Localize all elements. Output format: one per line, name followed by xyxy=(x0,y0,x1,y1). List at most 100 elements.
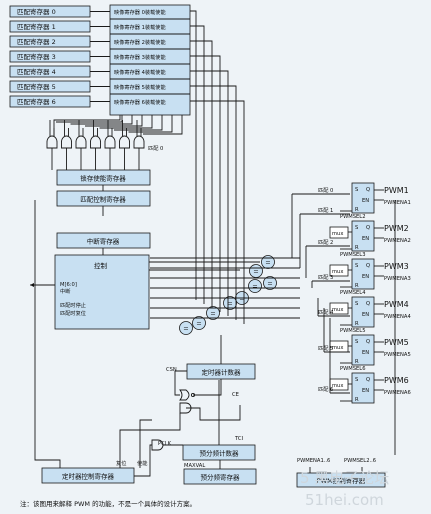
pwmsel-line-label: PWMSEL3 xyxy=(340,252,366,258)
match-register-label: 匹配寄存器 5 xyxy=(17,82,56,91)
control-stop-on-match: 匹配时停止 xyxy=(60,301,86,309)
pwmsel-line-label: PWMSEL5 xyxy=(340,328,366,334)
and-gate-prescale xyxy=(151,439,164,451)
match-line-label: 匹配 6 xyxy=(318,386,333,393)
match-line-label: 匹配 1 xyxy=(318,207,333,214)
match-line-label: 匹配 4 xyxy=(318,309,334,316)
wire xyxy=(139,419,152,468)
wire xyxy=(119,413,181,468)
match-register-label: 匹配寄存器 4 xyxy=(17,67,56,76)
control-block xyxy=(54,254,150,330)
wire xyxy=(190,25,205,304)
pwm-output-label: PWM6 xyxy=(384,376,409,385)
mux xyxy=(329,264,349,277)
pin-en: EN xyxy=(362,312,369,318)
wire xyxy=(190,40,213,308)
maxval-label: MAXVAL xyxy=(184,463,205,469)
compare-symbol: = xyxy=(253,268,258,276)
wire xyxy=(186,405,241,421)
and-gate xyxy=(90,135,101,149)
shadow-register-label: 映像寄存器 4装载使能 xyxy=(114,68,166,76)
wires: 匹配 0匹配 1匹配 2匹配 3匹配 4匹配 5匹配 6 xyxy=(30,10,396,477)
control-title: 控制 xyxy=(94,261,108,270)
comparator xyxy=(248,279,262,293)
tci-label: TCI xyxy=(234,436,243,442)
match-register-label: 匹配寄存器 1 xyxy=(17,22,56,31)
pwm-output-label: PWM3 xyxy=(384,262,409,271)
watermark-top: 5 黑电子论坛 xyxy=(300,469,389,487)
pin-en: EN xyxy=(362,198,369,204)
sr-flipflop xyxy=(351,372,375,404)
pin-en: EN xyxy=(362,236,369,242)
pin-q: Q xyxy=(366,187,370,193)
wire xyxy=(190,85,237,320)
arrow xyxy=(30,283,34,287)
control-m-bits: M[6:0] xyxy=(60,282,77,288)
shadow-register-label: 映像寄存器 2装载使能 xyxy=(114,38,166,46)
comparator xyxy=(223,296,237,310)
pin-r: R xyxy=(355,245,359,251)
comparator xyxy=(192,316,206,330)
compare-symbol: = xyxy=(252,283,257,291)
pclk-label: PCLK xyxy=(158,441,172,447)
reset-label: 复位 xyxy=(116,459,126,467)
pin-en: EN xyxy=(362,274,369,280)
enable-label: 使能 xyxy=(137,459,147,467)
and-gate xyxy=(133,135,145,149)
pwmsel-label: PWMSEL2..6 xyxy=(344,458,376,464)
pwm-output-label: PWM5 xyxy=(384,338,409,347)
prescale-counter-label: 预分频计数器 xyxy=(200,449,240,458)
shadow-register-block xyxy=(109,4,191,116)
pwm-control-register-box xyxy=(296,472,386,488)
latch-enable-register-label: 锁存使能寄存器 xyxy=(80,174,126,183)
compare-symbol: = xyxy=(265,259,270,267)
pin-s: S xyxy=(355,377,358,383)
control-interrupt: 中断 xyxy=(60,287,70,295)
compare-symbol: = xyxy=(267,280,272,288)
match-line-label: 匹配 3 xyxy=(318,274,333,281)
pin-q: Q xyxy=(366,339,370,345)
mux xyxy=(329,302,349,315)
mux-label: mux xyxy=(332,269,343,275)
pin-s: S xyxy=(355,225,358,231)
compare-symbol: = xyxy=(183,325,188,333)
interrupt-register-label: 中断寄存器 xyxy=(87,237,120,246)
comparator xyxy=(261,255,275,269)
mux-label: mux xyxy=(332,231,343,237)
pwm-enable-label: PWMENA5 xyxy=(384,352,411,358)
and-gate xyxy=(61,135,72,149)
pwm-output-label: PWM4 xyxy=(384,300,409,309)
sr-flipflop xyxy=(351,258,375,290)
pin-en: EN xyxy=(362,350,369,356)
match-control-register-label: 匹配控制寄存器 xyxy=(80,195,126,204)
match-line-label: 匹配 0 xyxy=(318,187,333,194)
match0-label: 匹配 0 xyxy=(148,145,163,152)
wire xyxy=(190,10,197,300)
comparators: = = = = = = = = = xyxy=(179,255,277,335)
pwm-output-label: PWM2 xyxy=(384,224,409,233)
pin-s: S xyxy=(355,187,358,193)
compare-symbol: = xyxy=(210,310,215,318)
pwm-enable-label: PWMENA4 xyxy=(384,314,411,320)
pwm-output-label: PWM1 xyxy=(384,186,409,195)
compare-symbol: = xyxy=(227,300,232,308)
and-gate xyxy=(119,135,130,149)
pin-q: Q xyxy=(366,301,370,307)
pwm-control-register-label: PWM控制寄存器 xyxy=(317,476,366,485)
comparator xyxy=(206,306,220,320)
wire xyxy=(190,100,245,324)
compare-symbol: = xyxy=(196,320,201,328)
pin-r: R xyxy=(355,283,359,289)
pin-r: R xyxy=(355,207,359,213)
wire xyxy=(85,115,143,127)
wire xyxy=(70,115,133,125)
pin-s: S xyxy=(355,301,358,307)
mux xyxy=(329,226,349,239)
sr-flipflop xyxy=(351,334,375,366)
wire xyxy=(114,115,163,131)
compare-symbol: = xyxy=(239,295,244,303)
